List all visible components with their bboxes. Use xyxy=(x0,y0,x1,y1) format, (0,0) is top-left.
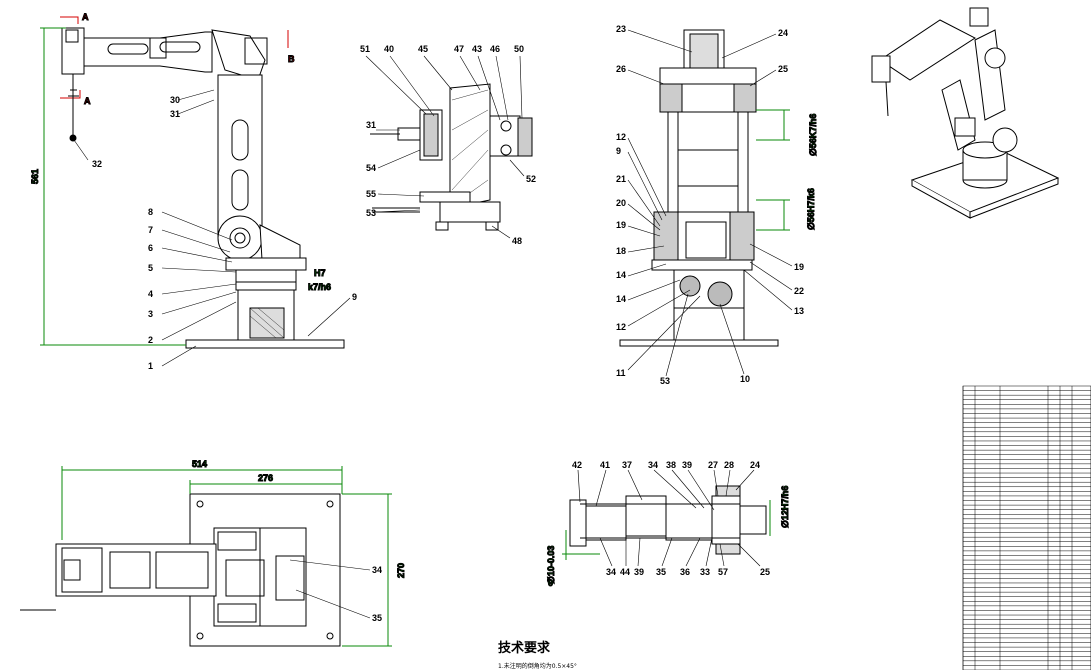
technical-requirements: 技术要求 1.未注明的倒角均为0.5×45° xyxy=(498,640,577,670)
balloon: 35 xyxy=(656,567,666,577)
top-view-width: 514 xyxy=(192,459,207,469)
top-view: 514 276 270 xyxy=(20,459,407,647)
wrist-fit: ∅12H7/h6 xyxy=(780,486,790,528)
balloon: 21 xyxy=(616,174,626,184)
balloon: 7 xyxy=(148,225,153,235)
balloon: 9 xyxy=(352,292,357,302)
isometric-view xyxy=(871,7,1060,219)
base-section-balloons: 23 26 12 9 21 20 19 18 14 14 12 11 24 25… xyxy=(616,24,804,386)
balloon: 51 xyxy=(360,44,370,54)
balloon: 2 xyxy=(148,335,153,345)
balloon: 40 xyxy=(384,44,394,54)
fit-tolerance-upper: ∅56K7/h6 xyxy=(808,114,818,156)
joint-section-balloons: 51 40 45 47 43 46 50 31 54 55 53 52 48 xyxy=(360,44,536,246)
balloon: 25 xyxy=(778,64,788,74)
balloon: 42 xyxy=(572,460,582,470)
joint-section-view xyxy=(365,55,533,239)
balloon: 12 xyxy=(616,322,626,332)
balloon: 24 xyxy=(750,460,760,470)
balloon: 14 xyxy=(616,270,626,280)
balloon: 45 xyxy=(418,44,428,54)
balloon: 6 xyxy=(148,243,153,253)
balloon: 23 xyxy=(616,24,626,34)
top-view-inner-width: 276 xyxy=(258,473,273,483)
wrist-tolerance: ∅10-0.03 xyxy=(546,546,556,584)
tech-requirements-line: 1.未注明的倒角均为0.5×45° xyxy=(498,662,577,670)
balloon: 26 xyxy=(616,64,626,74)
tech-requirements-title: 技术要求 xyxy=(498,640,551,656)
balloon: 9 xyxy=(616,146,621,156)
balloon: 37 xyxy=(622,460,632,470)
balloon: 34 xyxy=(606,567,616,577)
fit-tolerance-k7: k7/h6 xyxy=(308,282,331,292)
wrist-tolerance-lower: 0 xyxy=(548,578,553,588)
balloon: 52 xyxy=(526,174,536,184)
balloon: 41 xyxy=(600,460,610,470)
balloon: 57 xyxy=(718,567,728,577)
balloon: 19 xyxy=(616,220,626,230)
balloon: 39 xyxy=(682,460,692,470)
balloon: 35 xyxy=(372,613,382,623)
balloon: 38 xyxy=(666,460,676,470)
balloon: 31 xyxy=(170,109,180,119)
wrist-section-balloons: 42 41 37 34 38 39 27 28 24 34 44 39 35 3… xyxy=(572,460,770,577)
fit-tolerance-h7: H7 xyxy=(314,268,326,278)
balloon: 25 xyxy=(760,567,770,577)
balloon: 34 xyxy=(372,565,382,575)
balloon: 14 xyxy=(616,294,626,304)
balloon: 19 xyxy=(794,262,804,272)
balloon: 8 xyxy=(148,207,153,217)
balloon: 34 xyxy=(648,460,658,470)
balloon: 53 xyxy=(660,376,670,386)
section-mark-a-bottom: A xyxy=(84,96,91,106)
top-view-balloons: 34 35 xyxy=(372,565,382,623)
height-dimension: 561 xyxy=(30,169,40,184)
balloon: 50 xyxy=(514,44,524,54)
balloon: 11 xyxy=(616,368,626,378)
front-view-balloons: 1 2 3 4 5 6 7 8 9 30 31 32 xyxy=(92,95,357,371)
balloon: 30 xyxy=(170,95,180,105)
balloon: 55 xyxy=(366,189,376,199)
balloon: 39 xyxy=(634,567,644,577)
balloon: 4 xyxy=(148,289,153,299)
balloon: 5 xyxy=(148,263,153,273)
balloon: 12 xyxy=(616,132,626,142)
balloon: 22 xyxy=(794,286,804,296)
fit-tolerance-lower: ∅56H7/k6 xyxy=(806,188,816,230)
balloon: 10 xyxy=(740,374,750,384)
balloon: 18 xyxy=(616,246,626,256)
section-mark-b: B xyxy=(288,54,295,64)
balloon: 20 xyxy=(616,198,626,208)
balloon: 53 xyxy=(366,208,376,218)
balloon: 54 xyxy=(366,163,376,173)
bom-table xyxy=(962,385,1091,670)
balloon: 44 xyxy=(620,567,630,577)
balloon: 36 xyxy=(680,567,690,577)
balloon: 32 xyxy=(92,159,102,169)
balloon: 31 xyxy=(366,120,376,130)
wrist-section-view: ∅10-0.03 0 ∅12H7/h6 xyxy=(546,469,791,589)
balloon: 43 xyxy=(472,44,482,54)
balloon: 47 xyxy=(454,44,464,54)
top-view-height: 270 xyxy=(396,563,406,578)
balloon: 33 xyxy=(700,567,710,577)
balloon: 24 xyxy=(778,28,788,38)
balloon: 3 xyxy=(148,309,153,319)
balloon: 27 xyxy=(708,460,718,470)
section-mark-a-top: A xyxy=(82,12,89,22)
balloon: 1 xyxy=(148,361,153,371)
balloon: 46 xyxy=(490,44,500,54)
balloon: 28 xyxy=(724,460,734,470)
front-view: A A B xyxy=(30,12,351,367)
base-section-view: ∅56K7/h6 ∅56H7/k6 xyxy=(619,29,819,377)
balloon: 48 xyxy=(512,236,522,246)
balloon: 13 xyxy=(794,306,804,316)
